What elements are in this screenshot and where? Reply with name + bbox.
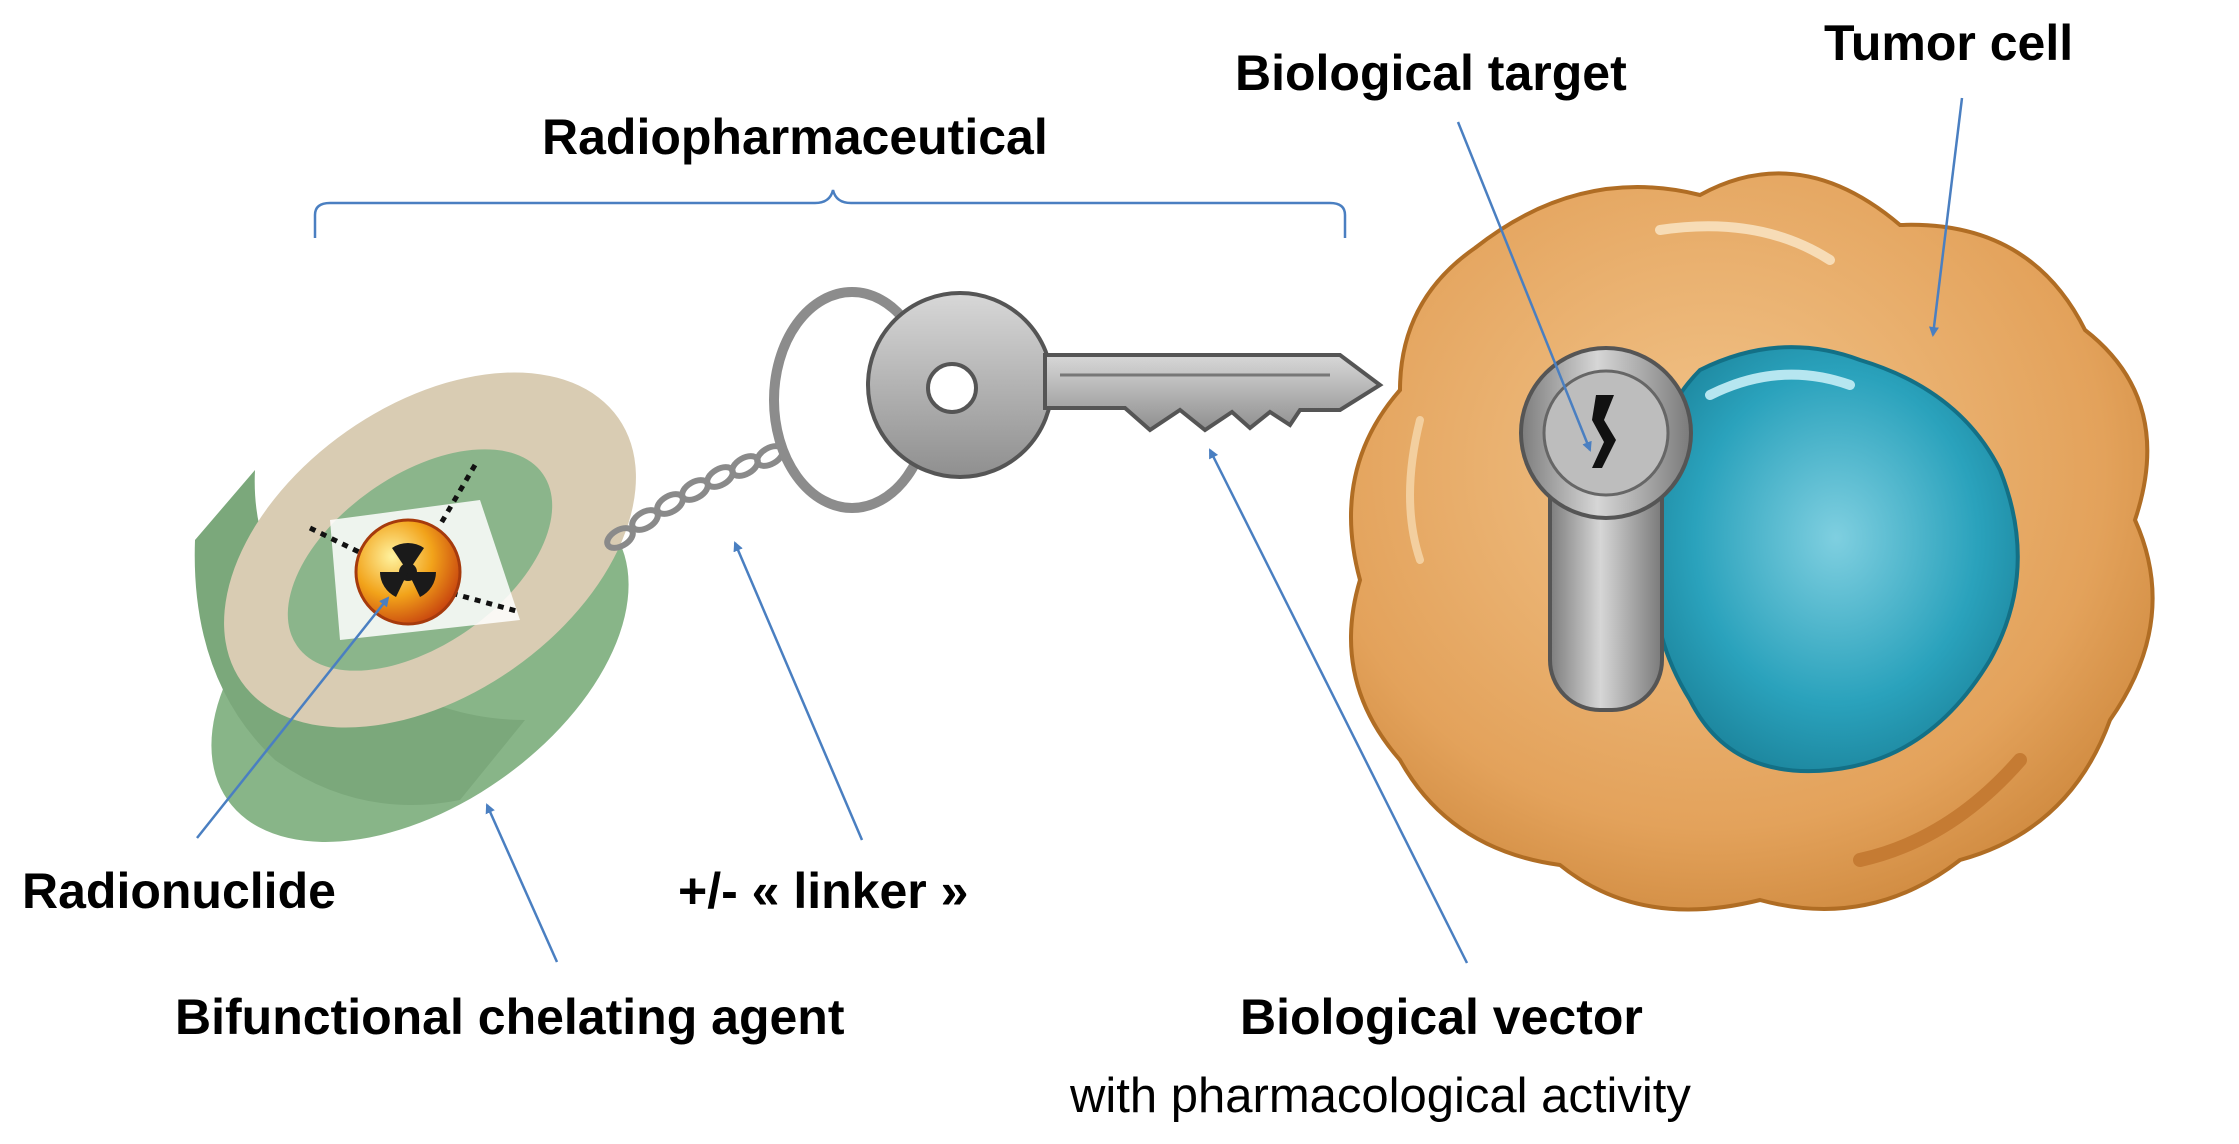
label-chelating-agent: Bifunctional chelating agent bbox=[175, 989, 845, 1045]
arrow-tumor-cell bbox=[1929, 97, 1964, 337]
label-radionuclide: Radionuclide bbox=[22, 863, 336, 919]
label-linker: +/- « linker » bbox=[678, 863, 969, 919]
radiation-trefoil-icon bbox=[354, 518, 462, 626]
arrow-linker bbox=[733, 541, 864, 841]
arrow-radionuclide bbox=[196, 596, 390, 839]
label-radiopharmaceutical: Radiopharmaceutical bbox=[542, 109, 1048, 165]
arrow-biological-vector bbox=[1208, 448, 1469, 964]
label-vector-subtitle: with pharmacological activity bbox=[1070, 1069, 1691, 1123]
arrow-chelating-agent bbox=[485, 803, 559, 963]
radiopharmaceutical-bracket bbox=[313, 189, 1347, 238]
keyhole-lock-icon bbox=[1519, 346, 1693, 712]
label-tumor-cell: Tumor cell bbox=[1824, 15, 2074, 71]
key-icon bbox=[866, 291, 1384, 479]
label-biological-target: Biological target bbox=[1235, 45, 1627, 101]
arrow-biological-target bbox=[1456, 121, 1592, 452]
label-biological-vector: Biological vector bbox=[1240, 989, 1643, 1045]
